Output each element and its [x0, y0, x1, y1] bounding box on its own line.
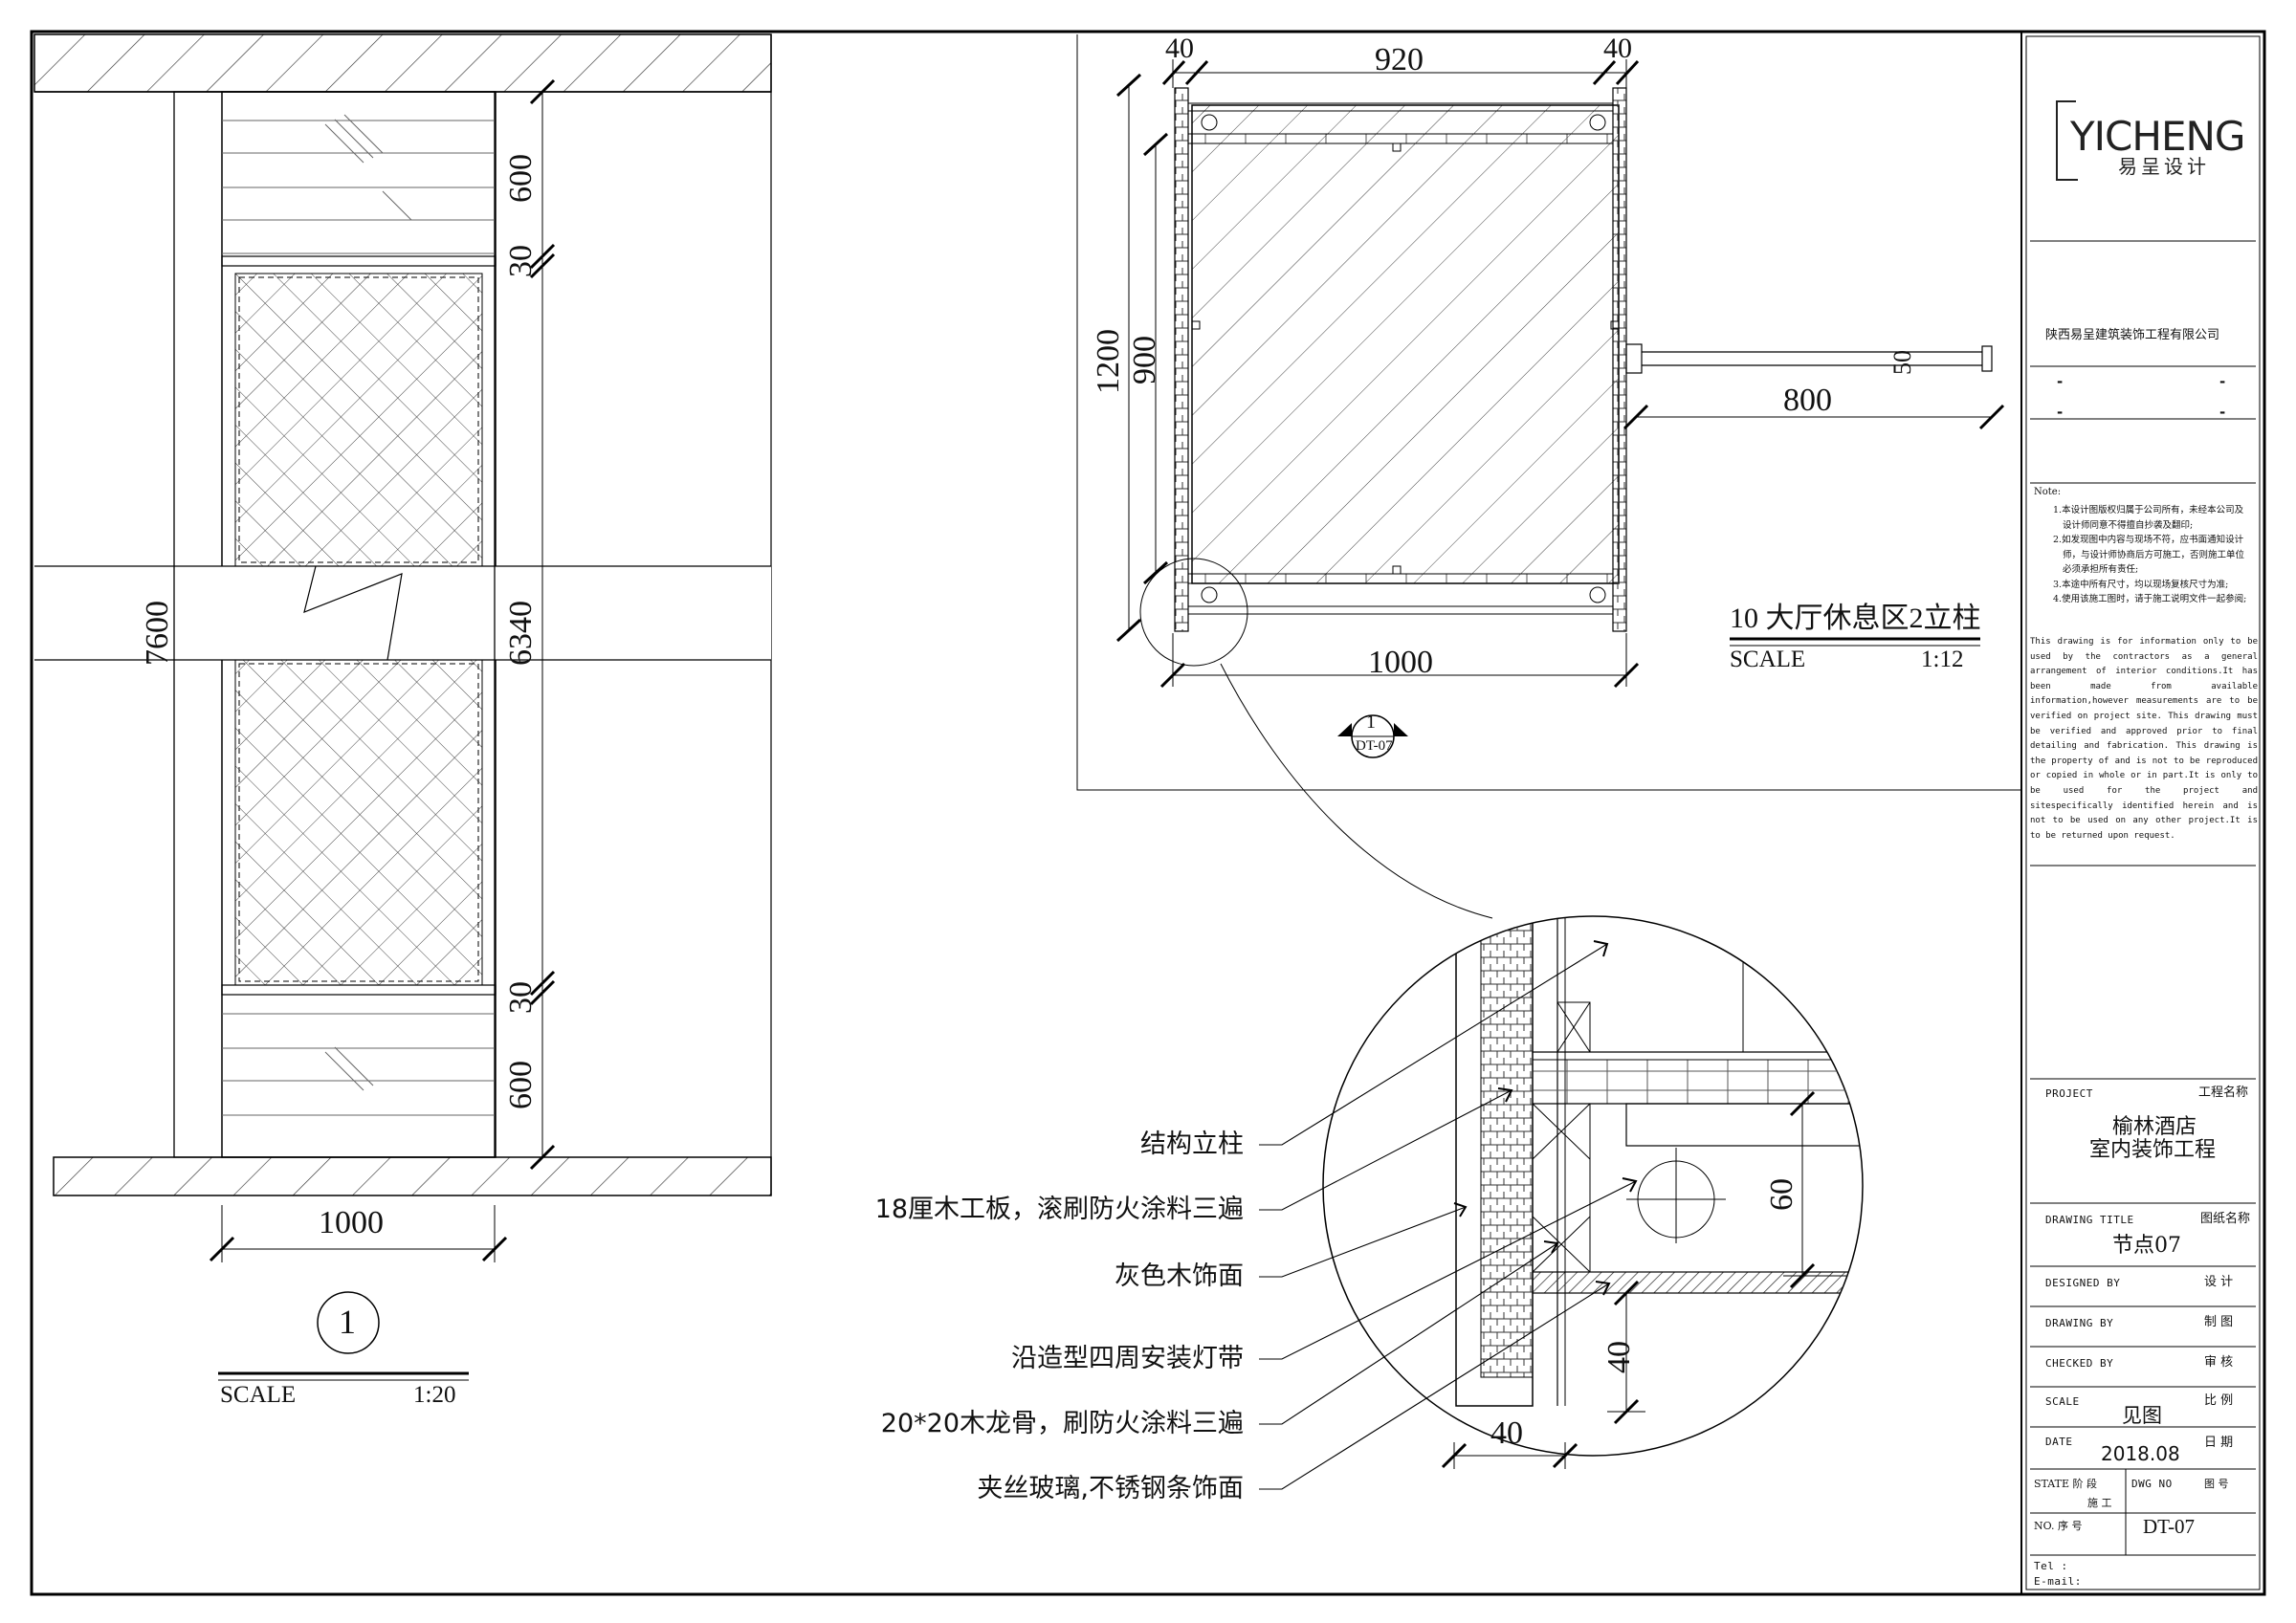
detail-label-light-strip: 沿造型四周安装灯带 — [1011, 1344, 1244, 1373]
plan-dim-arm-size: 50 — [1888, 350, 1916, 375]
logo-text: YICHENG — [2070, 113, 2245, 160]
plan-dim-top-right: 40 — [1603, 33, 1632, 64]
notes-english: This drawing is for information only to … — [2030, 637, 2258, 841]
detail-label-plywood: 18厘木工板，滚刷防火涂料三遍 — [874, 1195, 1244, 1224]
elevation-dim-bottom-gap: 30 — [503, 981, 539, 1014]
detail-label-structural-column: 结构立柱 — [1140, 1130, 1244, 1159]
section-mark-sheet: DT-07 — [1356, 738, 1393, 754]
company-name: 陕西易呈建筑装饰工程有限公司 — [2045, 328, 2220, 342]
elevation-scale-value: 1:20 — [413, 1382, 456, 1408]
tel-label: Tel : — [2034, 1560, 2068, 1572]
elevation-dim-inner: 6340 — [503, 601, 539, 666]
dwg-no-value: DT-07 — [2143, 1515, 2196, 1538]
scale-value: 见图 — [2122, 1404, 2162, 1427]
designed-by-cn: 设 计 — [2204, 1275, 2234, 1289]
section-mark-number: 1 — [1366, 712, 1376, 733]
plan-scale-value: 1:12 — [1921, 647, 1964, 672]
elevation-dim-top-gap: 30 — [503, 245, 539, 277]
elevation-dim-width: 1000 — [319, 1205, 384, 1240]
plan-view — [1076, 34, 2021, 919]
plan-dim-bottom: 1000 — [1368, 645, 1433, 680]
scale-label: SCALE — [2045, 1395, 2080, 1408]
floor-slab — [53, 1156, 772, 1196]
drawing-by-cn: 制 图 — [2204, 1315, 2234, 1329]
logo-subtitle: 易呈设计 — [2118, 155, 2210, 178]
scale-cn: 比 例 — [2204, 1393, 2234, 1408]
plan-title: 10 大厅休息区2立柱 — [1730, 603, 1981, 634]
drawing-title-label-cn: 图纸名称 — [2200, 1212, 2251, 1226]
elevation-dim-bottom-panel: 600 — [503, 1061, 539, 1109]
no-label: NO. 序 号 — [2034, 1520, 2083, 1532]
elevation-dim-top-panel: 600 — [503, 154, 539, 203]
elevation-dim-total: 7600 — [140, 601, 175, 666]
checked-by-cn: 审 核 — [2204, 1355, 2234, 1370]
detail-label-grey-veneer: 灰色木饰面 — [1115, 1261, 1244, 1291]
designed-by-label: DESIGNED BY — [2045, 1277, 2121, 1289]
blank-row-2-left: - — [2057, 404, 2064, 421]
plan-dim-left-outer: 1200 — [1091, 329, 1126, 394]
notes-chinese: 1.本设计图版权归属于公司所有，未经本公司及 设计师同意不得擅自抄袭及翻印; 2… — [2053, 505, 2247, 604]
date-label: DATE — [2045, 1436, 2073, 1448]
detail-dim-40-vertical: 40 — [1601, 1341, 1637, 1373]
blank-row-1-right: - — [2219, 373, 2226, 390]
ceiling-slab — [33, 33, 772, 93]
yicheng-logo — [2056, 100, 2078, 181]
plan-dim-left-inner: 900 — [1127, 336, 1162, 384]
detail-dim-60: 60 — [1764, 1178, 1799, 1211]
detail-dim-40-horizontal: 40 — [1490, 1415, 1523, 1451]
note-title: Note: — [2034, 487, 2062, 497]
project-label: PROJECT — [2045, 1087, 2093, 1100]
email-label: E-mail: — [2034, 1575, 2082, 1588]
dwg-no-label: DWG NO — [2131, 1478, 2173, 1490]
drawing-title-label: DRAWING TITLE — [2045, 1214, 2134, 1226]
title-block-lines — [2030, 240, 2256, 1556]
detail-label-wired-glass: 夹丝玻璃,不锈钢条饰面 — [977, 1474, 1244, 1503]
elevation-scale-label: SCALE — [220, 1382, 297, 1408]
project-name-line2: 室内装饰工程 — [2088, 1138, 2216, 1162]
elevation-callout-number: 1 — [339, 1303, 356, 1341]
checked-by-label: CHECKED BY — [2045, 1357, 2114, 1370]
drawing-title-value: 节点07 — [2112, 1234, 2181, 1258]
state-value: 施 工 — [2087, 1497, 2112, 1509]
date-value: 2018.08 — [2101, 1442, 2180, 1465]
plan-dim-arm-length: 800 — [1783, 383, 1832, 418]
project-name-line1: 榆林酒店 — [2111, 1115, 2197, 1139]
drawing-by-label: DRAWING BY — [2045, 1317, 2114, 1329]
detail-label-wood-keel: 20*20木龙骨，刷防火涂料三遍 — [880, 1409, 1244, 1438]
state-label: STATE 阶 段 — [2034, 1478, 2097, 1490]
plan-dim-top-mid: 920 — [1375, 42, 1424, 77]
elevation-view — [33, 33, 772, 1381]
blank-row-2-right: - — [2219, 404, 2226, 421]
plan-dim-top-left: 40 — [1165, 33, 1194, 64]
blank-row-1-left: - — [2057, 373, 2064, 390]
title-block-frame — [2020, 31, 2265, 1595]
date-cn: 日 期 — [2204, 1436, 2234, 1450]
plan-scale-label: SCALE — [1730, 647, 1806, 672]
project-label-cn: 工程名称 — [2198, 1086, 2249, 1100]
detail-circle-view — [1259, 915, 1864, 1490]
dwg-no-cn: 图 号 — [2204, 1478, 2229, 1490]
